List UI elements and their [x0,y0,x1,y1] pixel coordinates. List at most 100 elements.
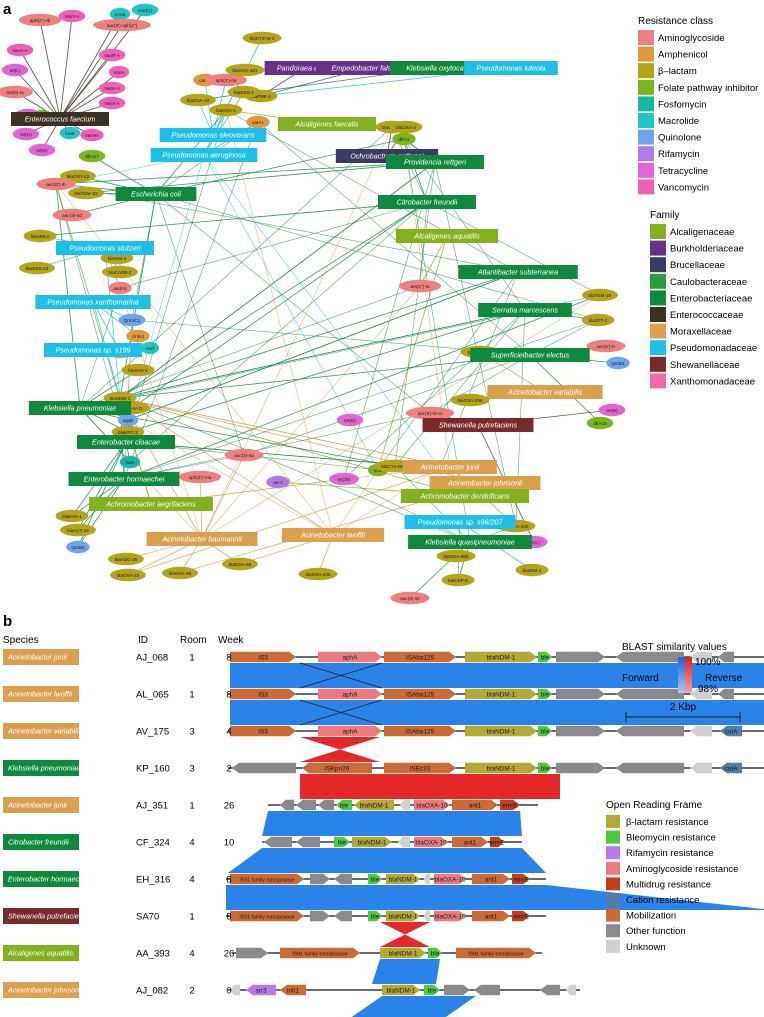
network-edge [79,126,393,409]
species-node-enterobacter-hormaechei: Enterobacter hormaechei [68,472,180,486]
orf-arrow [334,910,352,922]
network-edge [119,271,519,399]
orf-legend-label: Aminoglycoside resistance [626,864,738,875]
gene-node-label: VanS-A [12,48,28,53]
species-node-box [28,401,132,415]
gene-node-tet-39: tet(39) [329,472,359,486]
species-header: Species [3,635,39,646]
gene-node-shape [108,65,130,79]
family-legend-item-xanthomonadaceae: Xanthomonadaceae [650,373,755,389]
gene-node-shape [298,567,338,581]
species-node-label: Empedobacter falsenii [331,64,403,73]
family-legend-swatch [650,257,666,273]
network-edge [155,193,245,456]
network-edge [59,24,123,120]
orf-label: ISAba125 [406,691,435,698]
species-node-label: Superficieibacter electus [491,351,570,360]
species-label-box [3,982,79,998]
gene-node-label: blaADC-25 [115,557,138,562]
sample-room: 1 [189,912,194,923]
orf-arrow [334,873,352,885]
class-legend-label: Macrolide [658,116,699,127]
orf-arrow [280,799,294,811]
orf-label: aphA [343,691,359,698]
family-legend-swatch [650,323,666,339]
orf-blandm-1 [352,836,392,848]
gene-node-label: fosA [125,460,135,465]
gene-node-label: aac(3)-IId [62,213,82,218]
gene-node-shape [390,591,430,605]
gene-node-tet-l: tet(L) [1,63,29,77]
orf-arrow [556,725,605,737]
species-node-label: Enterobacter cloacae [92,438,160,447]
blast-link [372,959,440,984]
species-node-label: Enterococcus faecium [25,115,96,124]
network-edge [394,161,436,467]
orf-is3 [230,725,296,737]
orf-legend-label: Unknown [626,942,666,953]
orf-legend-swatch [606,861,620,875]
gene-node-shape [225,63,265,77]
network-edge [127,309,526,433]
species-label-box [3,871,79,887]
network-edge [377,235,448,471]
family-legend-item-brucellaceae: Brucellaceae [650,257,725,273]
species-node-pseudomonas-aeruginosa: Pseudomonas aeruginosa [150,148,258,162]
sample-week: 26 [224,949,235,960]
species-node-klebsiella-pneumoniae: Klebsiella pneumoniae [28,401,132,415]
gene-node-blatem-1b: blaTEM-1B [582,288,618,302]
orf-ble [334,836,350,848]
orf-arrow [296,836,320,848]
orf-arrow [616,651,684,663]
class-legend-swatch [638,63,654,79]
network-edge [332,467,441,536]
class-legend-item-tetracycline: Tetracycline [638,162,708,178]
gene-node-cmla1: cmlA1 [126,329,150,343]
gene-node-shape [598,403,626,417]
species-node-label: Shewanella putrefaciens [439,421,518,430]
species-node-label: Pseudomonas sp. s199 [55,346,130,355]
class-legend-swatch [638,129,654,145]
network-edge [127,271,519,421]
blast-cross-line [299,662,383,689]
orf-arrow [230,984,240,996]
species-node-enterobacter-cloacae: Enterobacter cloacae [77,435,175,449]
network-edge [203,91,245,156]
gene-node-ant-2-ia: ant(2'')-Ia [398,279,442,293]
network-edge [119,201,428,289]
family-legend-swatch [650,340,666,356]
species-label: Enterobacter hormaechei [8,875,89,884]
gene-node-blactx-m-3: blaCTX-M-3 [242,31,282,45]
family-legend-label: Brucellaceae [670,260,725,271]
orf-legend-swatch [606,939,620,953]
species-node-label: Acinetobacter johnsonii [447,479,523,488]
blast-min-label: 98% [698,684,718,695]
orf-ble [336,799,352,811]
species-label: Acinetobacter lwoffii [7,690,72,699]
gene-node-blaoxa-23: blaOXA-23 [110,568,146,582]
species-node-box [458,265,578,279]
blast-forward-label: Forward [622,673,659,684]
orf-blandm-1 [465,651,537,663]
orf-legend-item-cation-resistance: Cation resistance [606,893,699,906]
gene-node-blaact-14: blaACT-14 [60,523,96,537]
species-node-box [470,348,590,362]
family-legend: Family AlcaligenaceaeBurkholderiaceaeBru… [650,210,757,389]
family-legend-label: Caulobacteraceae [670,277,747,288]
gene-node-shape [58,9,86,23]
species-node-label: Achromobacter denitrificans [419,492,509,501]
orf-legend-swatch [606,877,620,891]
gene-node-label: tet(U) [20,132,32,137]
sample-week: 8 [226,653,231,664]
network-edge [419,201,428,287]
gene-node-vanha: VanHA [80,128,104,142]
week-header: Week [218,635,244,646]
panel-b-label: b [3,613,12,630]
orf-emre [500,799,520,811]
gene-node-label: blaOXA-58 [169,571,192,576]
orf-blaoxa-10 [434,910,466,922]
